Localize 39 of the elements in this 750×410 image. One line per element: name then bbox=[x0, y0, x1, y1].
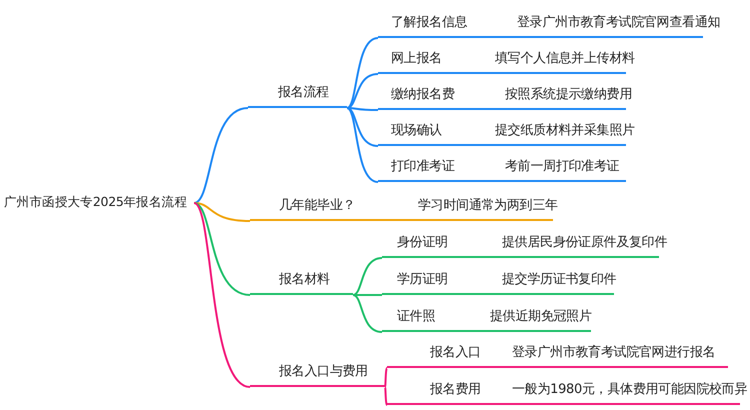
root-topic: 广州市函授大专2025年报名流程 bbox=[4, 193, 188, 211]
branch-connector bbox=[352, 257, 382, 296]
detail-text: 提供居民身份证原件及复印件 bbox=[502, 234, 668, 252]
branch-connector bbox=[346, 73, 378, 109]
detail-text: 登录广州市教育考试院官网查看通知 bbox=[517, 14, 720, 32]
topic-label: 几年能毕业？ bbox=[279, 197, 356, 215]
topic-label: 报名入口 bbox=[430, 344, 481, 362]
topic-label: 报名流程 bbox=[278, 84, 329, 102]
topic-label: 打印准考证 bbox=[391, 158, 455, 176]
topic-label: 身份证明 bbox=[397, 234, 448, 252]
branch-connector bbox=[353, 294, 382, 296]
detail-text: 提供近期免冠照片 bbox=[490, 308, 592, 326]
detail-text: 提交学历证书复印件 bbox=[502, 271, 616, 289]
branch-connector bbox=[194, 107, 248, 204]
topic-label: 报名费用 bbox=[430, 381, 481, 399]
topic-label: 学历证明 bbox=[397, 271, 448, 289]
topic-label: 缴纳报名费 bbox=[391, 86, 455, 104]
topic-label: 了解报名信息 bbox=[391, 14, 468, 32]
topic-label: 网上报名 bbox=[391, 50, 442, 68]
branch-connector bbox=[194, 202, 250, 222]
branch-connector bbox=[193, 202, 250, 388]
branch-connector bbox=[346, 107, 378, 147]
detail-text: 登录广州市教育考试院官网进行报名 bbox=[512, 344, 716, 362]
topic-label: 证件照 bbox=[397, 308, 436, 326]
detail-text: 提交纸质材料并采集照片 bbox=[495, 122, 635, 140]
branch-connector bbox=[194, 202, 250, 296]
detail-text: 学习时间通常为两到三年 bbox=[418, 197, 558, 215]
branch-connector bbox=[384, 368, 388, 388]
detail-text: 按照系统提示缴纳费用 bbox=[505, 86, 632, 104]
topic-label: 报名入口与费用 bbox=[279, 363, 368, 381]
detail-text: 一般为1980元，具体费用可能因院校而异 bbox=[512, 381, 748, 399]
branch-connector bbox=[346, 107, 378, 183]
topic-label: 报名材料 bbox=[279, 271, 330, 289]
detail-text: 考前一周打印准考证 bbox=[505, 158, 620, 176]
branch-connector bbox=[352, 294, 382, 333]
branch-connector bbox=[384, 386, 388, 406]
branch-connector bbox=[346, 37, 378, 109]
topic-label: 现场确认 bbox=[391, 122, 442, 140]
detail-text: 填写个人信息并上传材料 bbox=[495, 50, 635, 68]
